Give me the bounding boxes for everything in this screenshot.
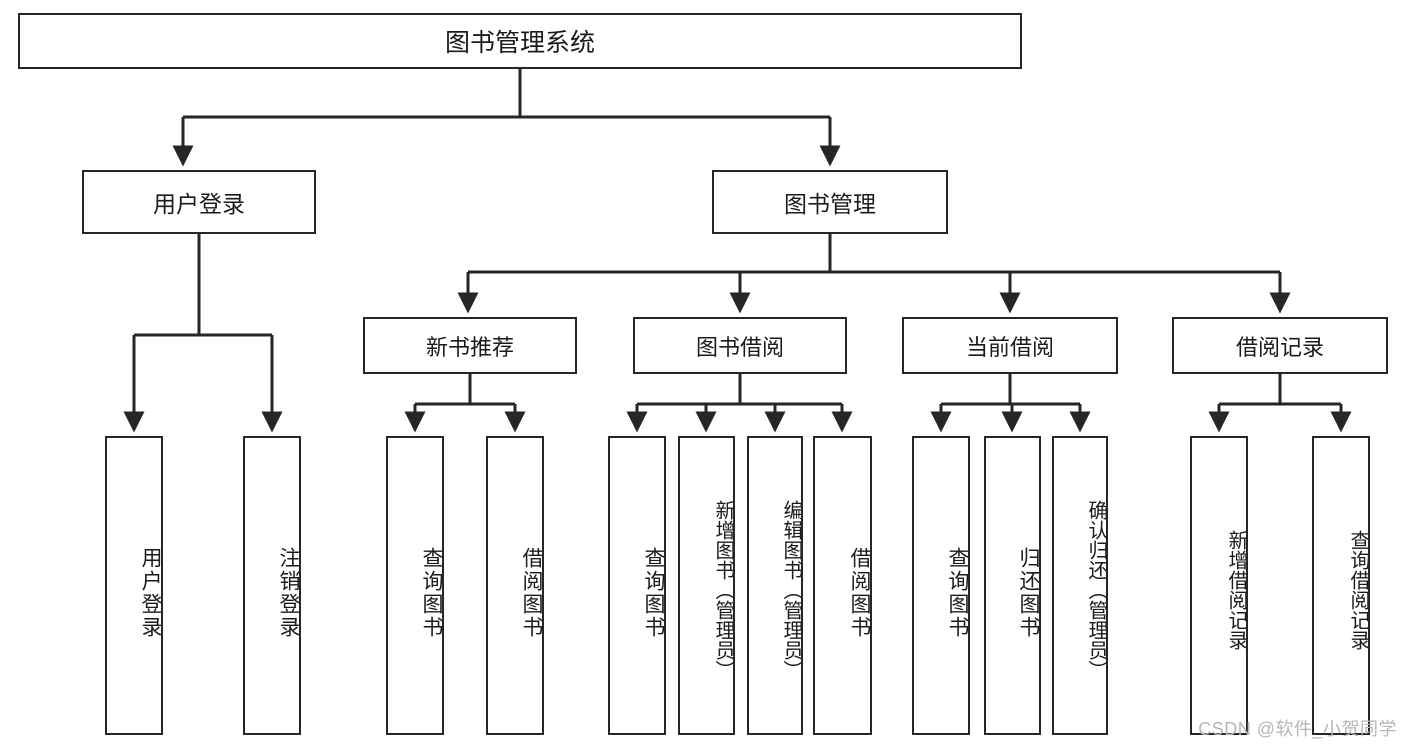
node-query_book_b-label: 查询图书: [642, 546, 665, 639]
node-add_book_admin-label: 新增图书（管理员）: [712, 499, 734, 680]
node-new_book_rec[interactable]: 新书推荐: [363, 317, 577, 374]
node-query_book_new-label: 查询图书: [420, 546, 443, 639]
node-root-label: 图书管理系统: [444, 29, 595, 57]
node-borrow_book_new[interactable]: 借阅图书: [486, 436, 544, 735]
node-user_logout[interactable]: 注销登录: [243, 436, 301, 735]
node-user_login_do[interactable]: 用户登录: [105, 436, 163, 735]
node-add_book_admin[interactable]: 新增图书（管理员）: [678, 436, 735, 735]
node-borrow_book_b-label: 借阅图书: [848, 546, 871, 639]
node-current_borrow[interactable]: 当前借阅: [902, 317, 1118, 374]
node-query_book_b[interactable]: 查询图书: [608, 436, 666, 735]
node-user_logout-label: 注销登录: [277, 546, 300, 639]
node-confirm_return-label: 确认归还（管理员）: [1085, 499, 1107, 680]
node-user_login_do-label: 用户登录: [139, 546, 162, 639]
node-return_book-label: 归还图书: [1017, 546, 1040, 639]
node-user_login-label: 用户登录: [153, 191, 245, 217]
node-edit_book_admin[interactable]: 编辑图书（管理员）: [747, 436, 803, 735]
node-book_manage[interactable]: 图书管理: [712, 170, 948, 234]
node-add_borrow_rec[interactable]: 新增借阅记录: [1190, 436, 1248, 735]
node-add_borrow_rec-label: 新增借阅记录: [1225, 529, 1247, 650]
node-query_borrow_rec-label: 查询借阅记录: [1347, 529, 1369, 650]
node-borrow_book_b[interactable]: 借阅图书: [813, 436, 872, 735]
node-borrow_book_new-label: 借阅图书: [520, 546, 543, 639]
node-query_book_c[interactable]: 查询图书: [912, 436, 970, 735]
node-user_login[interactable]: 用户登录: [82, 170, 316, 234]
node-root[interactable]: 图书管理系统: [18, 13, 1022, 69]
node-book_borrow[interactable]: 图书借阅: [633, 317, 847, 374]
node-new_book_rec-label: 新书推荐: [425, 334, 514, 360]
node-current_borrow-label: 当前借阅: [965, 334, 1054, 360]
node-book_borrow-label: 图书借阅: [695, 334, 784, 360]
node-return_book[interactable]: 归还图书: [984, 436, 1041, 735]
node-book_manage-label: 图书管理: [784, 191, 876, 217]
node-query_book_c-label: 查询图书: [946, 546, 969, 639]
watermark-text: CSDN @软件_小贺同学: [1198, 719, 1397, 739]
node-confirm_return[interactable]: 确认归还（管理员）: [1052, 436, 1108, 735]
node-edit_book_admin-label: 编辑图书（管理员）: [780, 499, 802, 680]
node-query_borrow_rec[interactable]: 查询借阅记录: [1312, 436, 1370, 735]
node-borrow_record[interactable]: 借阅记录: [1172, 317, 1388, 374]
node-query_book_new[interactable]: 查询图书: [386, 436, 444, 735]
node-borrow_record-label: 借阅记录: [1235, 334, 1324, 360]
